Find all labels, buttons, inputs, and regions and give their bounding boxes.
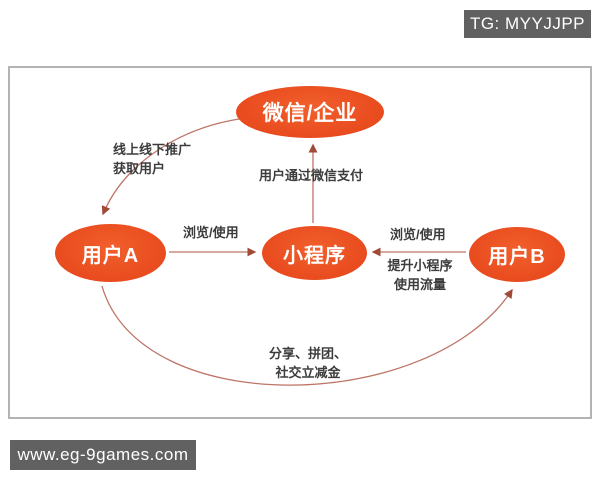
edge-label-promotion-line2: 获取用户 [113,160,166,176]
edge-label-browse-use-a-line1: 浏览/使用 [183,225,239,240]
edge-label-wechat-pay: 用户通过微信支付 [259,167,363,186]
node-wechat-enterprise-label: 微信/企业 [262,102,358,125]
edge-label-boost-traffic: 提升小程序 使用流量 [376,257,464,295]
edge-label-promotion: 线上线下推广 获取用户 [113,141,191,179]
node-user-a: 用户A [55,224,166,282]
node-wechat-enterprise: 微信/企业 [236,86,384,138]
node-user-b: 用户B [469,227,565,282]
watermark-top-right: TG: MYYJJPP [464,10,591,38]
edge-label-browse-use-b: 浏览/使用 [390,226,446,245]
edge-label-browse-use-a: 浏览/使用 [183,224,239,243]
node-mini-program: 小程序 [262,226,367,280]
watermark-bottom-left: www.eg-9games.com [10,440,196,470]
node-user-b-label: 用户B [488,246,546,268]
node-mini-program-label: 小程序 [283,244,346,267]
edge-label-share-groupbuy-line2: 社交立减金 [275,364,341,380]
edge-label-boost-traffic-line2: 使用流量 [393,276,446,292]
edge-label-share-groupbuy: 分享、拼团、 社交立减金 [253,345,363,383]
edge-label-share-groupbuy-line1: 分享、拼团、 [268,346,347,361]
edge-label-boost-traffic-line1: 提升小程序 [387,258,453,273]
node-user-a-label: 用户A [81,244,140,267]
edge-label-browse-use-b-line1: 浏览/使用 [390,227,446,242]
edge-label-promotion-line1: 线上线下推广 [113,142,192,157]
edge-label-wechat-pay-line1: 用户通过微信支付 [259,168,364,183]
